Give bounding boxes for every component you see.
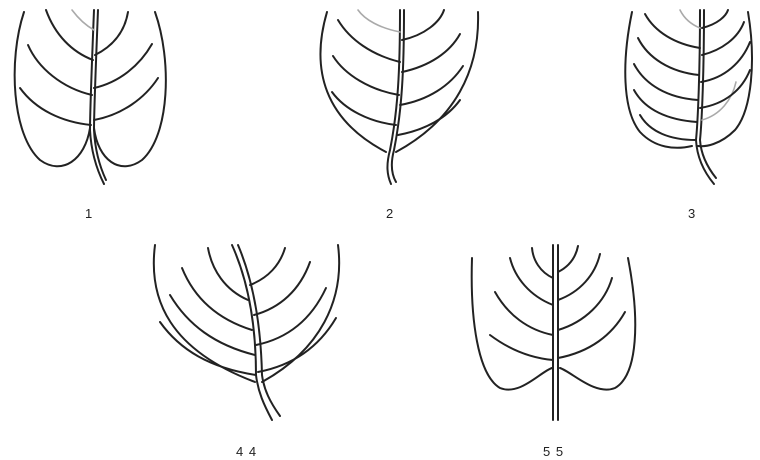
leaf-2-vein-r2 [402,34,460,72]
leaf-1-outline-left [15,12,90,166]
leaf-3-outline-right [698,12,752,146]
leaf-2-vein-l2 [333,56,399,95]
leaf-1-vein-r1 [95,12,128,55]
leaf-2-vein-l3 [332,92,396,125]
leaf-3-vein-l4 [634,90,697,122]
leaf-2-label: 2 [386,206,394,221]
leaf-3-midrib-shadow [700,10,716,178]
leaf-2-vein-l1 [338,20,400,62]
leaf-4-vein-r2 [254,262,310,315]
leaf-4-vein-l4 [160,322,256,375]
leaf-2-drawing [320,10,478,184]
leaf-3-drawing [625,10,752,184]
leaf-5-vein-r2 [558,254,600,300]
leaf-5-vein-l3 [495,292,553,335]
leaf-2-vein-r1 [402,10,444,40]
leaf-5-label: 5 5 [543,444,564,459]
leaf-1-vein-l2 [28,45,92,95]
leaf-3-vein-faint-a [680,10,700,28]
leaf-5-vein-l4 [490,335,553,360]
leaf-1-outline-right [94,12,166,166]
leaf-3-vein-l1 [645,14,700,48]
leaf-5-drawing [472,245,636,420]
leaf-5-vein-r3 [558,278,612,330]
leaf-3-label: 3 [688,206,696,221]
leaf-4-vein-l2 [182,268,252,330]
leaf-5-vein-r4 [558,312,625,358]
leaf-3-vein-l3 [634,64,698,100]
leaf-4-vein-r1 [250,248,285,285]
leaf-4-outline-right [262,245,339,382]
leaf-5-outline-left [472,258,552,390]
leaf-1-label: 1 [85,206,93,221]
leaf-4-midrib [232,245,272,420]
leaf-3-vein-r1 [702,10,728,28]
leaf-1-drawing [15,10,166,184]
leaf-5-vein-l2 [510,258,553,305]
leaf-4-drawing [154,245,339,420]
leaf-1-vein-l3 [20,88,91,125]
leaf-4-label: 4 4 [236,444,257,459]
leaf-5-vein-r1 [558,246,578,272]
leaf-1-vein-faint [72,10,94,30]
leaf-3-vein-r4 [700,70,750,108]
leaf-3-vein-l5 [640,115,696,140]
leaf-5-vein-l1 [532,248,553,278]
leaf-3-vein-l2 [638,38,699,75]
leaf-2-vein-r3 [400,66,463,105]
leaf-1-vein-l1 [46,10,93,60]
leaf-3-outline-left [625,12,692,148]
leaf-2-vein-faint [358,10,400,32]
leaf-3-vein-faint-b [702,82,736,120]
leaf-3-vein-r3 [701,42,750,82]
leaf-2-midrib [387,10,400,184]
